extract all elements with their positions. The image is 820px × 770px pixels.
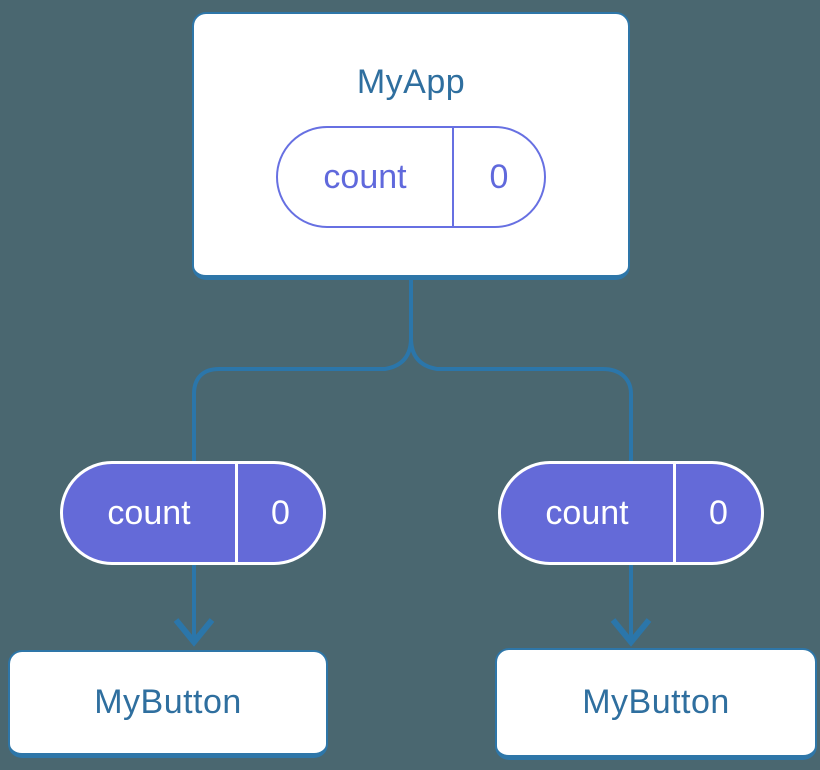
root-node-myapp: MyApp count 0 xyxy=(192,12,630,280)
edge-state-pill-right: count 0 xyxy=(498,461,764,565)
edge-state-pill-left: count 0 xyxy=(60,461,326,565)
state-name: count xyxy=(545,493,629,532)
state-value: 0 xyxy=(452,128,544,226)
arrowhead-right-icon xyxy=(610,618,652,647)
child-node-title: MyButton xyxy=(94,683,242,721)
state-name: count xyxy=(107,493,191,532)
root-state-pill: count 0 xyxy=(276,126,546,228)
child-node-mybutton-right: MyButton xyxy=(495,648,817,760)
child-node-mybutton-left: MyButton xyxy=(8,650,328,758)
edge-left-path xyxy=(192,280,413,639)
state-value: 0 xyxy=(673,464,761,562)
child-node-title: MyButton xyxy=(582,683,730,721)
edge-right-path xyxy=(409,280,633,639)
state-value: 0 xyxy=(235,464,323,562)
root-node-title: MyApp xyxy=(356,63,466,101)
state-name: count xyxy=(323,157,407,196)
arrowhead-left-icon xyxy=(173,618,215,647)
